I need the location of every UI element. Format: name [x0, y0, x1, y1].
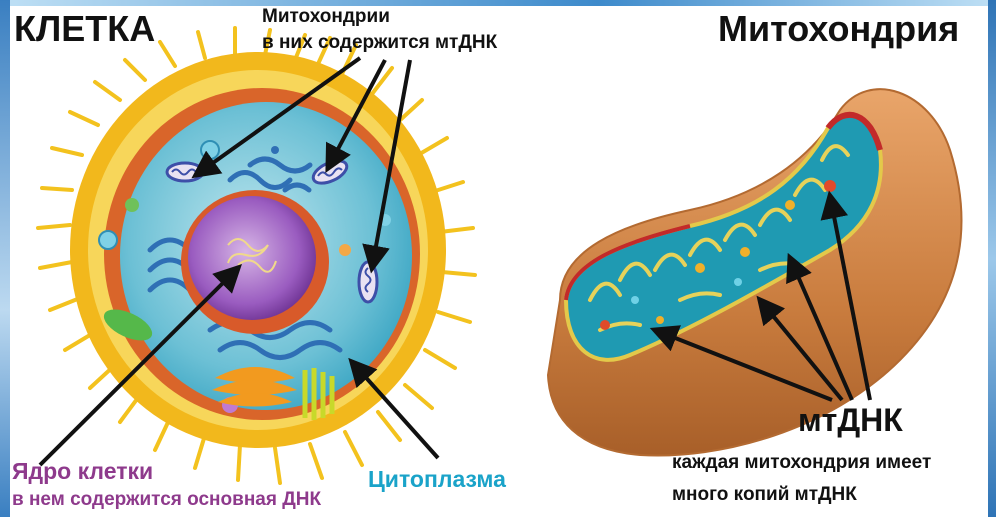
vesicle — [339, 244, 351, 256]
mtdna-note-line2: много копий мтДНК — [672, 484, 857, 506]
cell-title: КЛЕТКА — [14, 8, 155, 50]
mitochondrion-small-3 — [359, 262, 377, 302]
vesicle — [201, 141, 219, 159]
cytoplasm-label: Цитоплазма — [368, 466, 506, 493]
vesicle — [99, 231, 117, 249]
mitochondria-note-line2: в них содержится мтДНК — [262, 32, 497, 54]
mtdna-note-line1: каждая митохондрия имеет — [672, 452, 931, 474]
cell-illustration — [38, 28, 475, 483]
nucleus-note: в нем содержится основная ДНК — [12, 489, 321, 511]
mtdna-label: мтДНК — [798, 402, 903, 439]
vesicle — [271, 146, 279, 154]
mitochondrion-illustration — [548, 89, 962, 455]
mitochondrion-title: Митохондрия — [718, 8, 959, 50]
mitochondria-note-line1: Митохондрии — [262, 6, 390, 28]
vesicle — [125, 198, 139, 212]
nucleus-label: Ядро клетки — [12, 458, 153, 485]
